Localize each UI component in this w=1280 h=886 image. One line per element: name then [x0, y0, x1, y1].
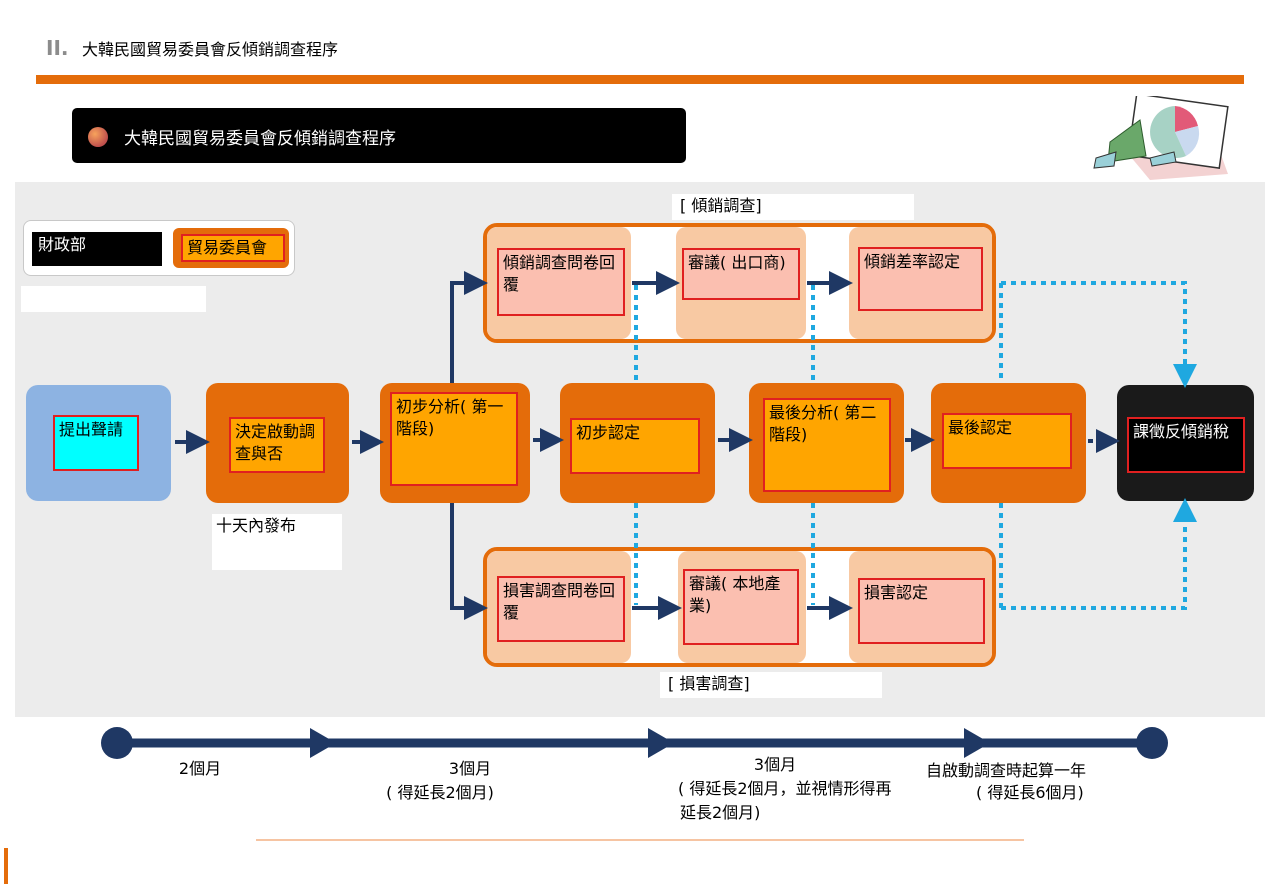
timeline-seg3-sub2: 延長2個月): [680, 803, 761, 822]
injury-review-node: 審議( 本地產業): [683, 569, 799, 645]
injury-questionnaire-node: 損害調查問卷回覆: [497, 576, 625, 642]
timeline-seg4-main: 自啟動調查時起算一年: [926, 761, 1087, 780]
timeline: [101, 727, 1168, 759]
bullet-icon: [88, 127, 108, 147]
section-number: II.: [46, 36, 69, 60]
petition-node: 提出聲請: [53, 415, 139, 471]
timeline-seg1: 2個月: [178, 759, 222, 778]
prelim-analysis-node: 初步分析( 第一階段): [390, 392, 518, 486]
prelim-determination-node: 初步認定: [570, 418, 700, 474]
decide-node: 決定啟動調查與否: [229, 417, 325, 473]
final-determination-node: 最後認定: [942, 413, 1072, 469]
timeline-seg2-main: 3個月: [448, 759, 492, 778]
legend-ktc: 貿易委員會: [181, 234, 285, 262]
dumping-group-label: [ 傾銷調查]: [672, 194, 914, 220]
timeline-seg3-main: 3個月: [753, 755, 797, 774]
final-analysis-node: 最後分析( 第二階段): [763, 398, 891, 492]
legend-mof: 財政部: [32, 232, 162, 266]
flow-arrows: [175, 271, 1120, 620]
timeline-seg3-sub1: ( 得延長2個月，並視情形得再: [678, 779, 892, 798]
header-divider: [36, 75, 1244, 84]
injury-determination-node: 損害認定: [858, 578, 985, 644]
title-bar: [72, 108, 686, 163]
timeline-seg2-sub: ( 得延長2個月): [386, 783, 494, 802]
timeline-seg4-sub: ( 得延長6個月): [976, 783, 1084, 802]
ten-days-note: 十天內發布: [212, 514, 342, 570]
page-title: 大韓民國貿易委員會反傾銷調查程序: [82, 40, 339, 59]
title-bar-text: 大韓民國貿易委員會反傾銷調查程序: [124, 129, 396, 149]
injury-group-label: [ 損害調查]: [660, 672, 882, 698]
dump-review-node: 審議( 出口商): [682, 248, 800, 300]
dotted-links: [634, 281, 1197, 610]
impose-duty-node: 課徵反傾銷稅: [1127, 417, 1245, 473]
footer-accent: [4, 848, 8, 884]
blank-panel: [21, 286, 206, 312]
dump-margin-node: 傾銷差率認定: [858, 247, 983, 311]
pie-chart-clipart-icon: [1093, 96, 1229, 180]
dump-questionnaire-node: 傾銷調查問卷回覆: [497, 248, 625, 316]
